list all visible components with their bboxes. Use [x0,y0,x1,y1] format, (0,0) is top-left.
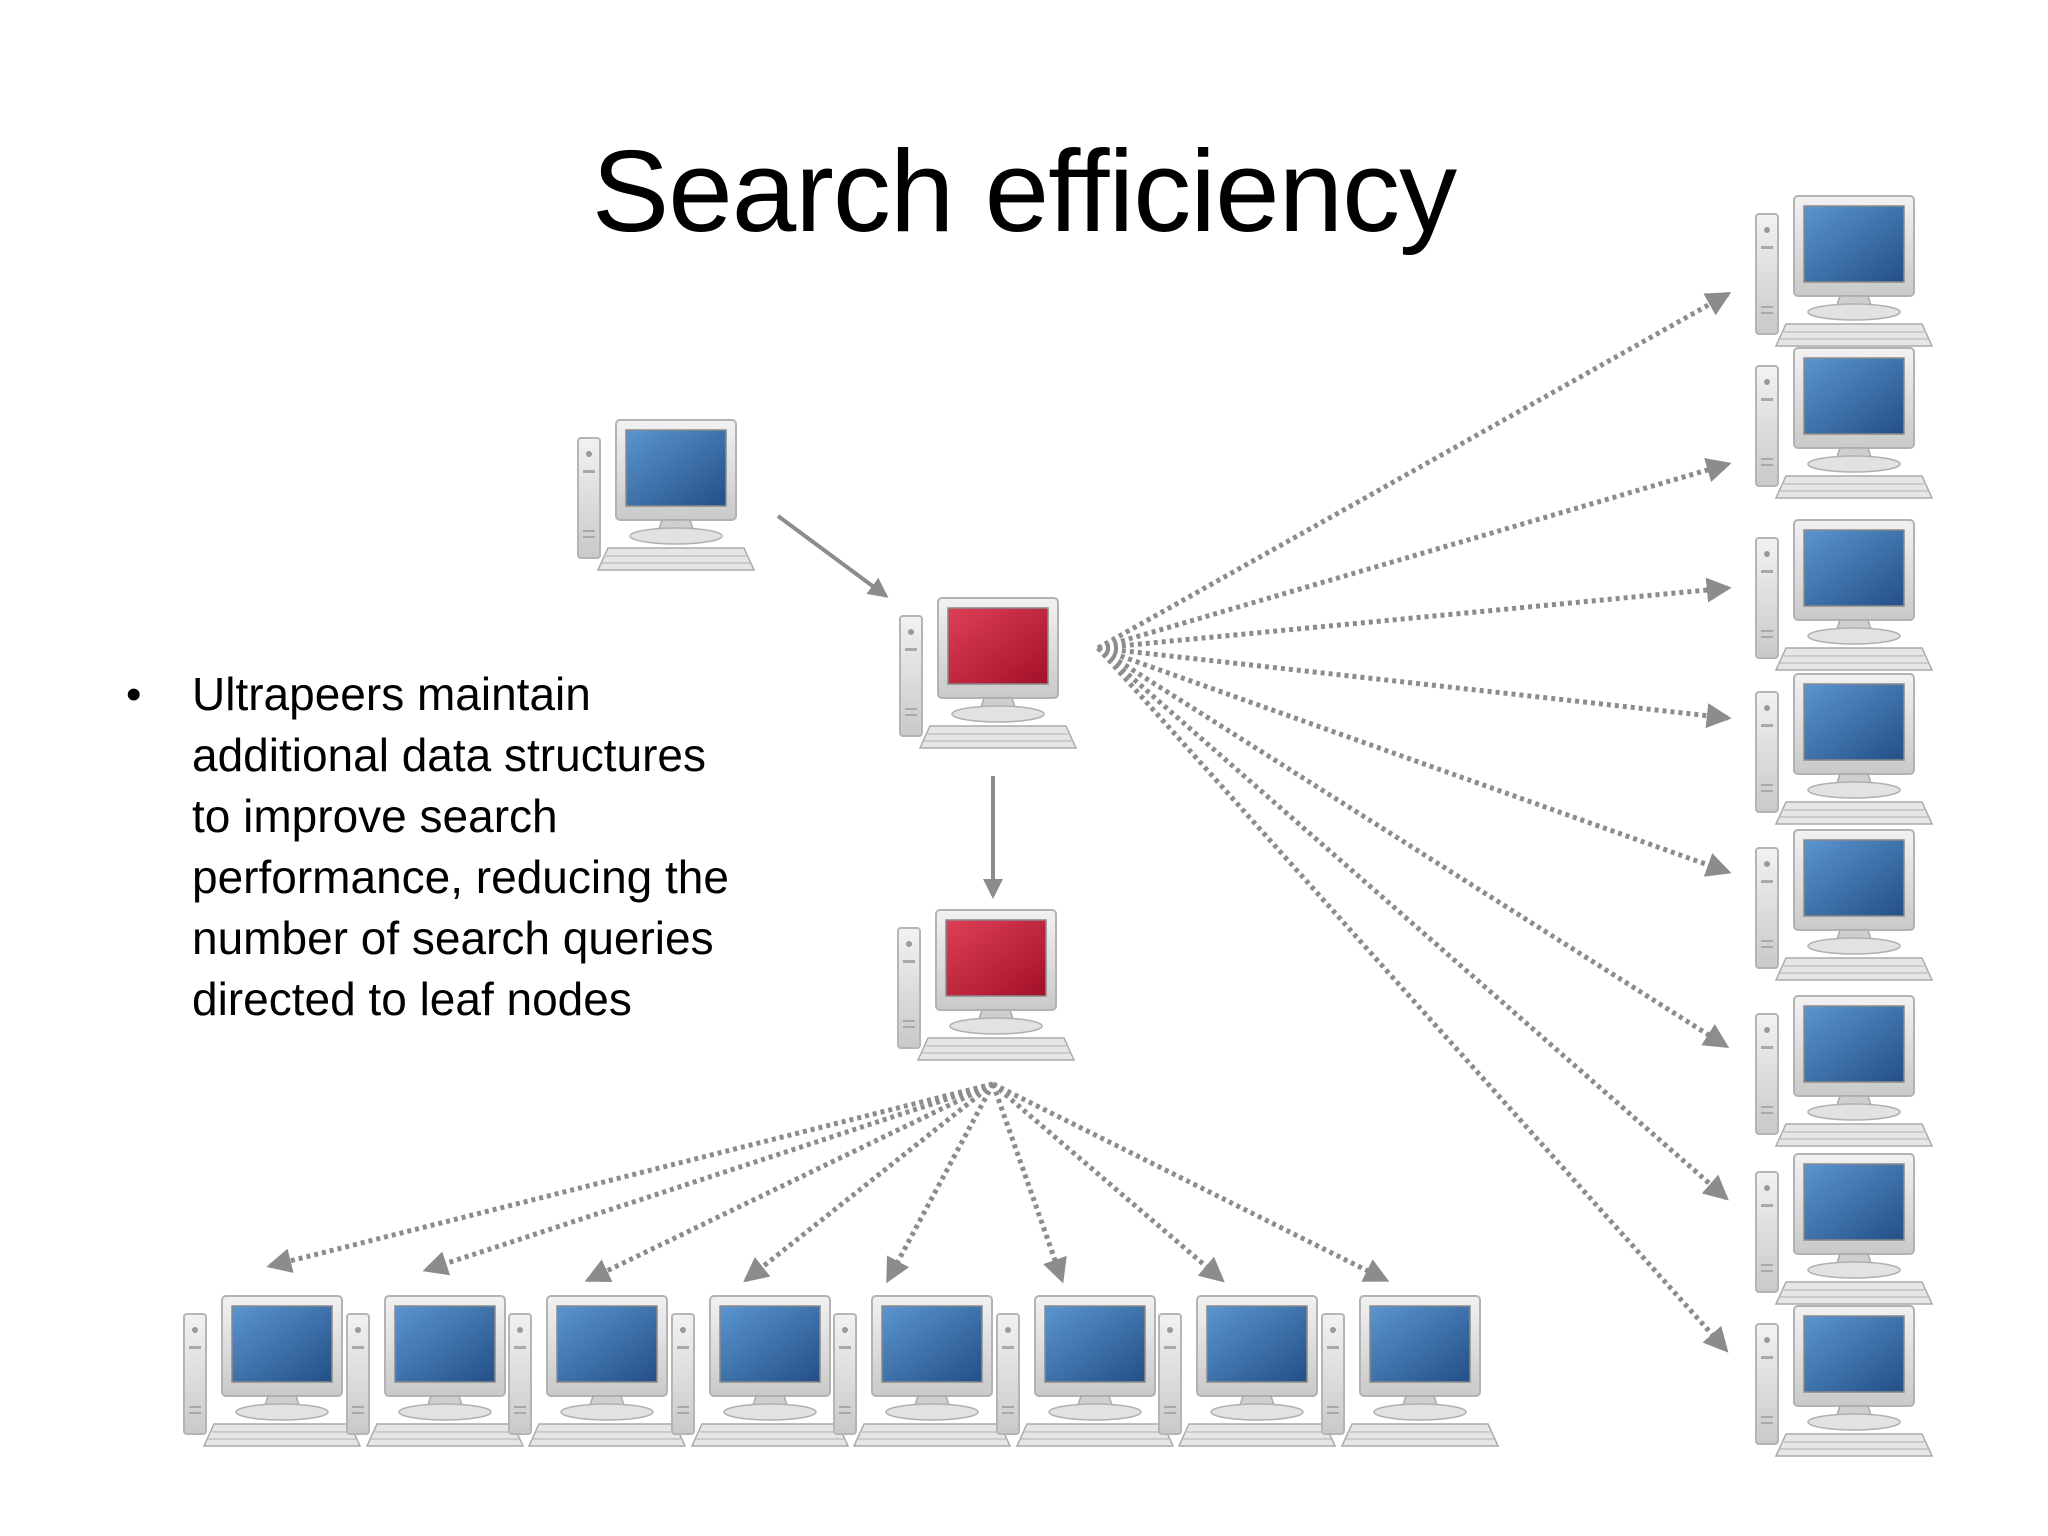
leaf-screen [231,1305,333,1383]
ultrapeer-1-desktop-computer-icon [899,597,1078,749]
bullet-line: to improve search [192,790,558,842]
leaf-screen [1803,357,1905,435]
leaf-screen [1803,205,1905,283]
source-leaf-desktop-computer-icon [577,419,756,571]
bullet-line: additional data structures [192,729,706,781]
leaf-screen [1803,1005,1905,1083]
bottom-leaf-7-desktop-computer-icon [1158,1295,1337,1447]
leaf-screen [719,1305,821,1383]
leaf-screen [881,1305,983,1383]
right-leaf-1-desktop-computer-icon [1755,195,1934,347]
ultrapeer-2-desktop-computer-icon [897,909,1076,1061]
query-arrow-ultrapeer-2-to-bottom-leaf-4 [743,1082,995,1283]
bottom-leaf-3-desktop-computer-icon [508,1295,687,1447]
query-arrow-ultrapeer-2-to-bottom-leaf-7 [991,1082,1225,1283]
leaf-screen [1803,1163,1905,1241]
query-arrow-ultrapeer-1-to-right-leaf-3 [1097,577,1732,651]
leaf-screen [1206,1305,1308,1383]
leaf-screen [1803,683,1905,761]
leaf-screen [556,1305,658,1383]
query-arrow-ultrapeer-2-to-bottom-leaf-5 [885,1082,996,1284]
bottom-leaf-2-desktop-computer-icon [346,1295,525,1447]
leaf-screen [1044,1305,1146,1383]
right-leaf-8-desktop-computer-icon [1755,1305,1934,1457]
right-leaf-5-desktop-computer-icon [1755,829,1934,981]
query-arrow-ultrapeer-1-to-right-leaf-5 [1097,645,1732,877]
bullet-text: Ultrapeers maintain additional data stru… [192,664,729,1030]
query-arrow-ultrapeer-2-to-bottom-leaf-3 [584,1081,995,1283]
bullet-dot: • [126,670,142,719]
leaf-screen [1803,529,1905,607]
query-arrow-ultrapeer-2-to-bottom-leaf-2 [422,1081,994,1276]
bullet-line: directed to leaf nodes [192,973,632,1025]
query-arrow-ultrapeer-1-to-right-leaf-7 [1096,646,1729,1201]
leaf-screen [625,429,727,507]
query-arrow-ultrapeer-1-to-right-leaf-4 [1097,645,1732,729]
bottom-leaf-1-desktop-computer-icon [183,1295,362,1447]
right-leaf-7-desktop-computer-icon [1755,1153,1934,1305]
edges [266,291,1732,1353]
ultrapeer-screen [945,919,1047,997]
bullet-line: Ultrapeers maintain [192,668,591,720]
right-leaf-6-desktop-computer-icon [1755,995,1934,1147]
right-leaf-4-desktop-computer-icon [1755,673,1934,825]
query-arrow-ultrapeer-2-to-bottom-leaf-8 [991,1081,1390,1283]
bottom-leaf-6-desktop-computer-icon [996,1295,1175,1447]
leaf-screen [394,1305,496,1383]
ultrapeer-screen [947,607,1049,685]
connection-arrow-source-leaf-to-ultrapeer-1 [776,514,889,598]
bottom-leaf-5-desktop-computer-icon [833,1295,1012,1447]
bullet-line: number of search queries [192,912,714,964]
leaf-screen [1803,839,1905,917]
bottom-leaf-8-desktop-computer-icon [1321,1295,1500,1447]
leaf-screen [1369,1305,1471,1383]
query-arrow-ultrapeer-2-to-bottom-leaf-1 [266,1081,994,1273]
query-arrow-ultrapeer-1-to-right-leaf-1 [1096,291,1732,651]
leaf-screen [1803,1315,1905,1393]
slide-title: Search efficiency [591,126,1457,256]
bottom-leaf-4-desktop-computer-icon [671,1295,850,1447]
bullet-line: performance, reducing the [192,851,729,903]
query-arrow-ultrapeer-1-to-right-leaf-8 [1096,646,1729,1353]
right-leaf-3-desktop-computer-icon [1755,519,1934,671]
nodes [183,195,1934,1457]
query-arrow-ultrapeer-2-to-bottom-leaf-6 [990,1083,1067,1284]
query-arrow-ultrapeer-1-to-right-leaf-6 [1096,645,1730,1049]
query-arrow-ultrapeer-1-to-right-leaf-2 [1097,457,1732,651]
right-leaf-2-desktop-computer-icon [1755,347,1934,499]
